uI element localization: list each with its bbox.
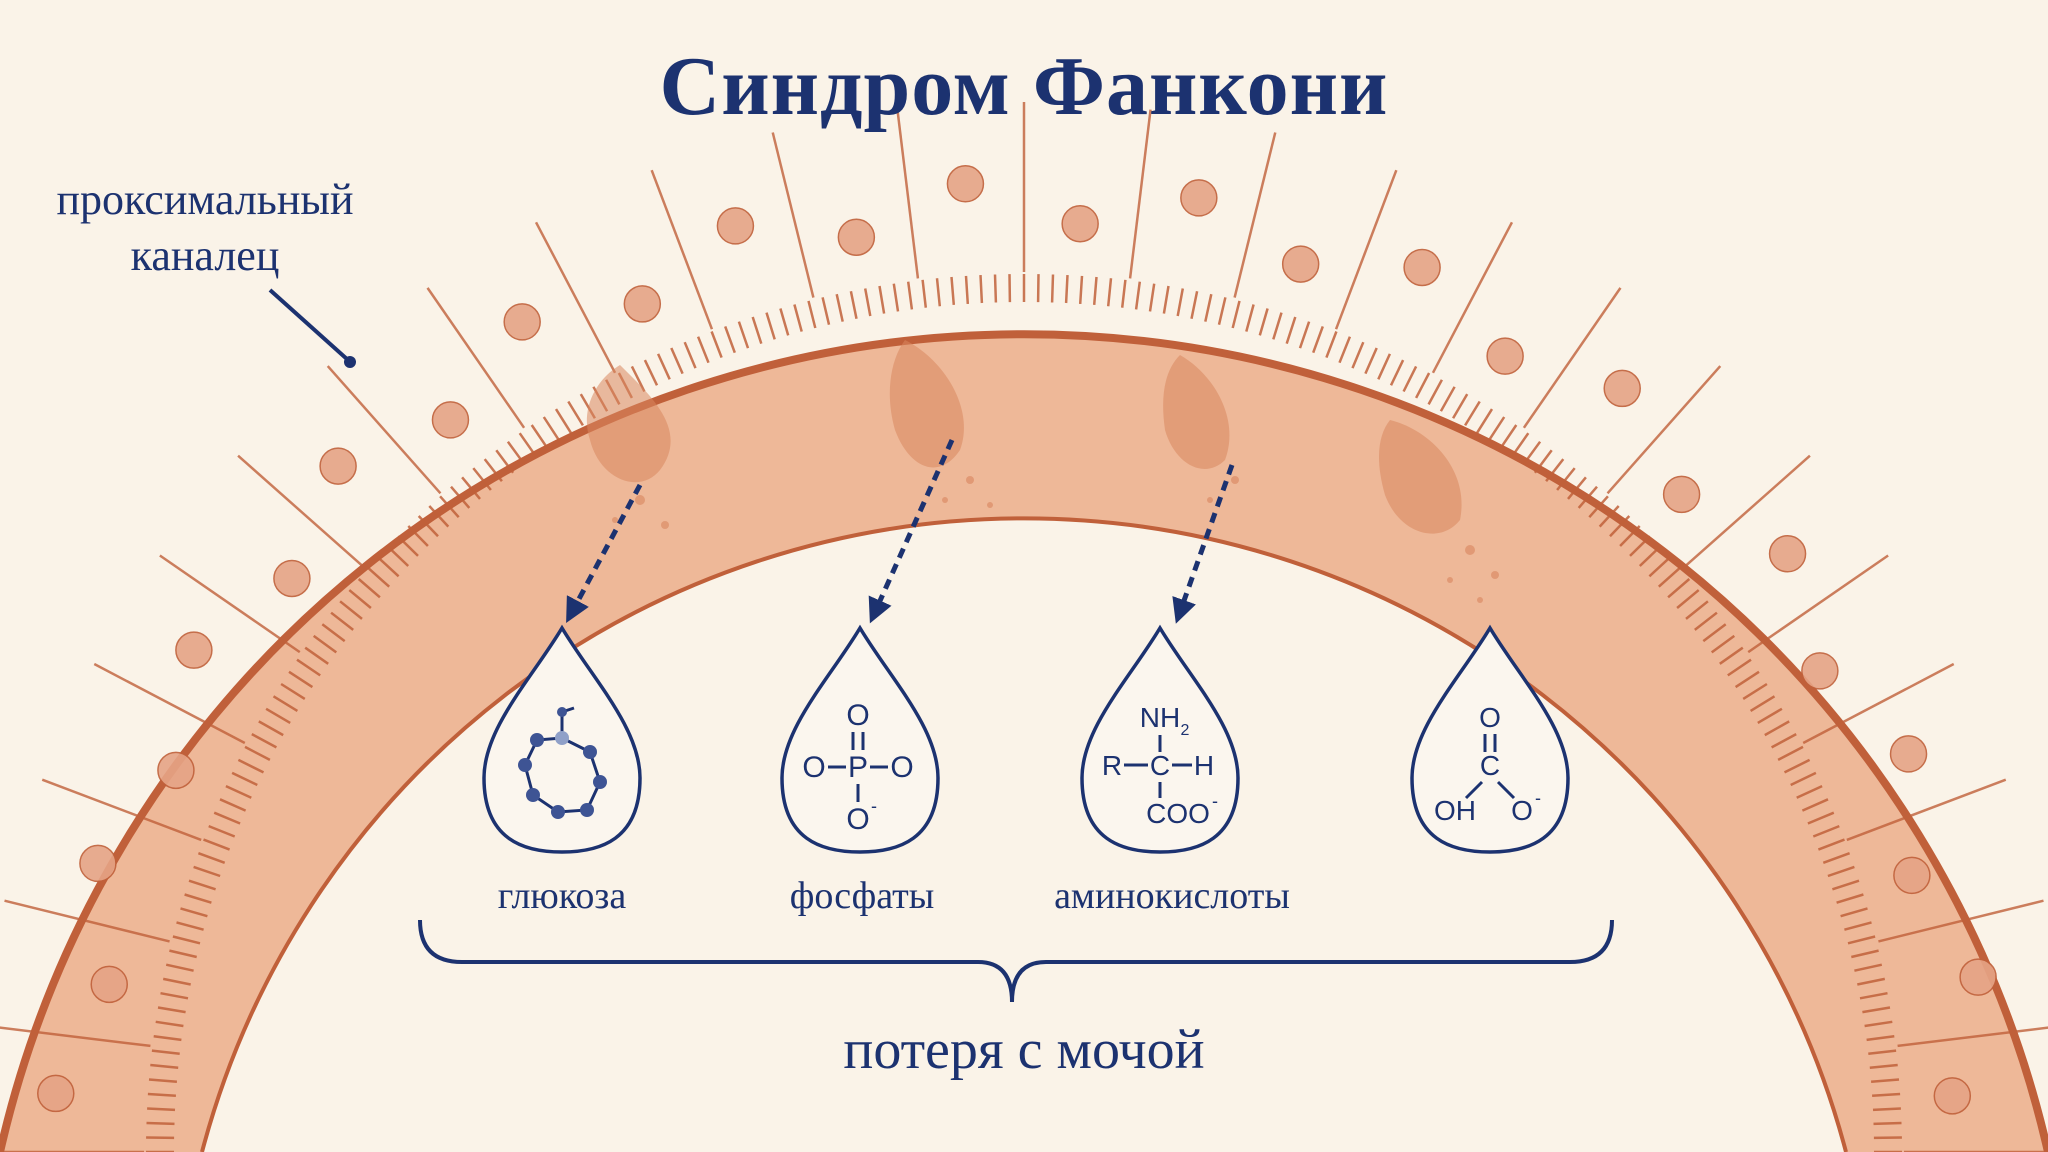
svg-text:C: C <box>1480 750 1500 781</box>
svg-text:NH: NH <box>1140 702 1180 733</box>
cell-nucleus <box>319 447 357 485</box>
cell-nucleus <box>1933 1077 1972 1115</box>
glucose-ring-atoms <box>518 707 607 819</box>
svg-text:2: 2 <box>1181 722 1190 739</box>
svg-text:O: O <box>802 751 825 784</box>
cell-nucleus <box>1281 245 1320 283</box>
urine-loss-caption: потеря с мочой <box>843 1019 1205 1081</box>
cell-nucleus <box>1893 856 1931 895</box>
damaged-brush-border <box>586 340 1462 534</box>
carboxylate-icon: O C OH O - <box>1434 702 1541 826</box>
svg-text:O: O <box>1479 702 1501 733</box>
cell-nucleus <box>716 207 755 245</box>
cell-nucleus <box>1603 369 1641 408</box>
cell-nucleus <box>837 218 876 256</box>
cell-nucleus <box>431 401 470 439</box>
arrow-to-amino-acid <box>1172 464 1235 624</box>
svg-text:-: - <box>1535 788 1541 808</box>
cell-nucleus <box>79 844 117 883</box>
cell-wall <box>237 454 367 570</box>
cell-nucleus <box>157 751 195 790</box>
tubule-label-line1: проксимальный <box>56 175 354 224</box>
leak-arrows <box>566 438 1235 624</box>
cell-nucleus <box>623 285 662 323</box>
svg-text:COO: COO <box>1146 798 1210 829</box>
cell-nucleus <box>175 631 213 669</box>
cell-wall <box>1522 287 1622 429</box>
label-phosphate: фосфаты <box>789 875 935 917</box>
tubule-epithelium <box>0 334 2048 1152</box>
grouping-brace <box>418 919 1614 1003</box>
brush-border-microvilli <box>146 274 1902 1152</box>
page-title: Синдром Фанкони <box>659 40 1389 133</box>
svg-text:O: O <box>1511 795 1533 826</box>
tubule-label-pointer <box>268 288 356 368</box>
cell-wall <box>326 365 442 495</box>
cell-wall <box>896 109 920 279</box>
cell-wall <box>4 899 170 943</box>
cell-nucleus <box>90 965 128 1004</box>
cell-wall <box>0 1026 151 1048</box>
cell-nucleus <box>1959 958 1997 996</box>
svg-text:H: H <box>1194 750 1214 781</box>
tubule-label-line2: каналец <box>130 231 280 280</box>
cell-nucleus <box>1889 735 1928 773</box>
svg-text:OH: OH <box>1434 795 1476 826</box>
arrow-to-glucose <box>566 483 643 624</box>
cell-wall <box>93 662 246 745</box>
label-glucose: глюкоза <box>497 875 627 917</box>
label-amino-acid: аминокислоты <box>1054 875 1290 917</box>
cell-wall <box>1233 132 1277 298</box>
phosphate-icon: O P O O O - <box>802 699 913 836</box>
svg-text:O: O <box>846 699 869 732</box>
svg-text:-: - <box>1212 791 1218 811</box>
cell-wall <box>1334 169 1398 330</box>
tubule-outer-membrane <box>0 330 2048 1152</box>
svg-text:-: - <box>871 796 877 816</box>
cell-wall <box>426 287 526 429</box>
cell-wall <box>1878 899 2044 943</box>
svg-text:O: O <box>890 751 913 784</box>
cell-nucleus <box>1486 337 1524 375</box>
cell-nucleus <box>1662 475 1701 514</box>
cell-wall <box>1606 365 1722 495</box>
cell-wall <box>1846 778 2007 842</box>
cell-nucleus <box>1403 248 1441 287</box>
drop-phosphate <box>780 624 940 854</box>
cell-wall <box>1897 1026 2048 1048</box>
tubule-inner-membrane <box>200 516 1848 1152</box>
svg-text:C: C <box>1150 750 1170 781</box>
cell-wall <box>1681 454 1811 570</box>
cell-wall <box>650 169 714 330</box>
cell-nucleus <box>1801 652 1839 690</box>
tubule-label: проксимальный каналец <box>20 172 390 284</box>
drop-carboxylate <box>1410 624 1570 854</box>
cell-wall <box>159 554 301 654</box>
amino-acid-icon: NH 2 R C H COO - <box>1102 702 1218 829</box>
amino-acid-bonds <box>1124 735 1192 798</box>
cell-nucleus <box>1180 179 1218 217</box>
cell-wall <box>1747 554 1889 654</box>
cell-nucleus <box>273 559 311 598</box>
cell-wall <box>534 221 617 374</box>
svg-text:O: O <box>846 803 869 836</box>
svg-text:R: R <box>1102 750 1122 781</box>
leaking-droplets <box>612 476 1499 603</box>
carboxylate-bonds <box>1464 734 1516 800</box>
cell-wall <box>771 132 815 298</box>
cell-nucleus <box>503 303 541 341</box>
phosphate-bonds <box>828 732 888 802</box>
cell-wall <box>41 778 202 842</box>
cell-wall <box>1802 662 1955 745</box>
cell-wall <box>1431 221 1514 374</box>
cell-nucleus <box>1061 204 1099 243</box>
cell-nucleus <box>1768 535 1807 573</box>
cell-wall <box>1128 109 1152 279</box>
arrow-to-phosphate <box>868 438 955 624</box>
cell-nucleus <box>946 165 985 203</box>
svg-text:P: P <box>848 751 868 784</box>
cell-nucleus <box>37 1074 75 1113</box>
